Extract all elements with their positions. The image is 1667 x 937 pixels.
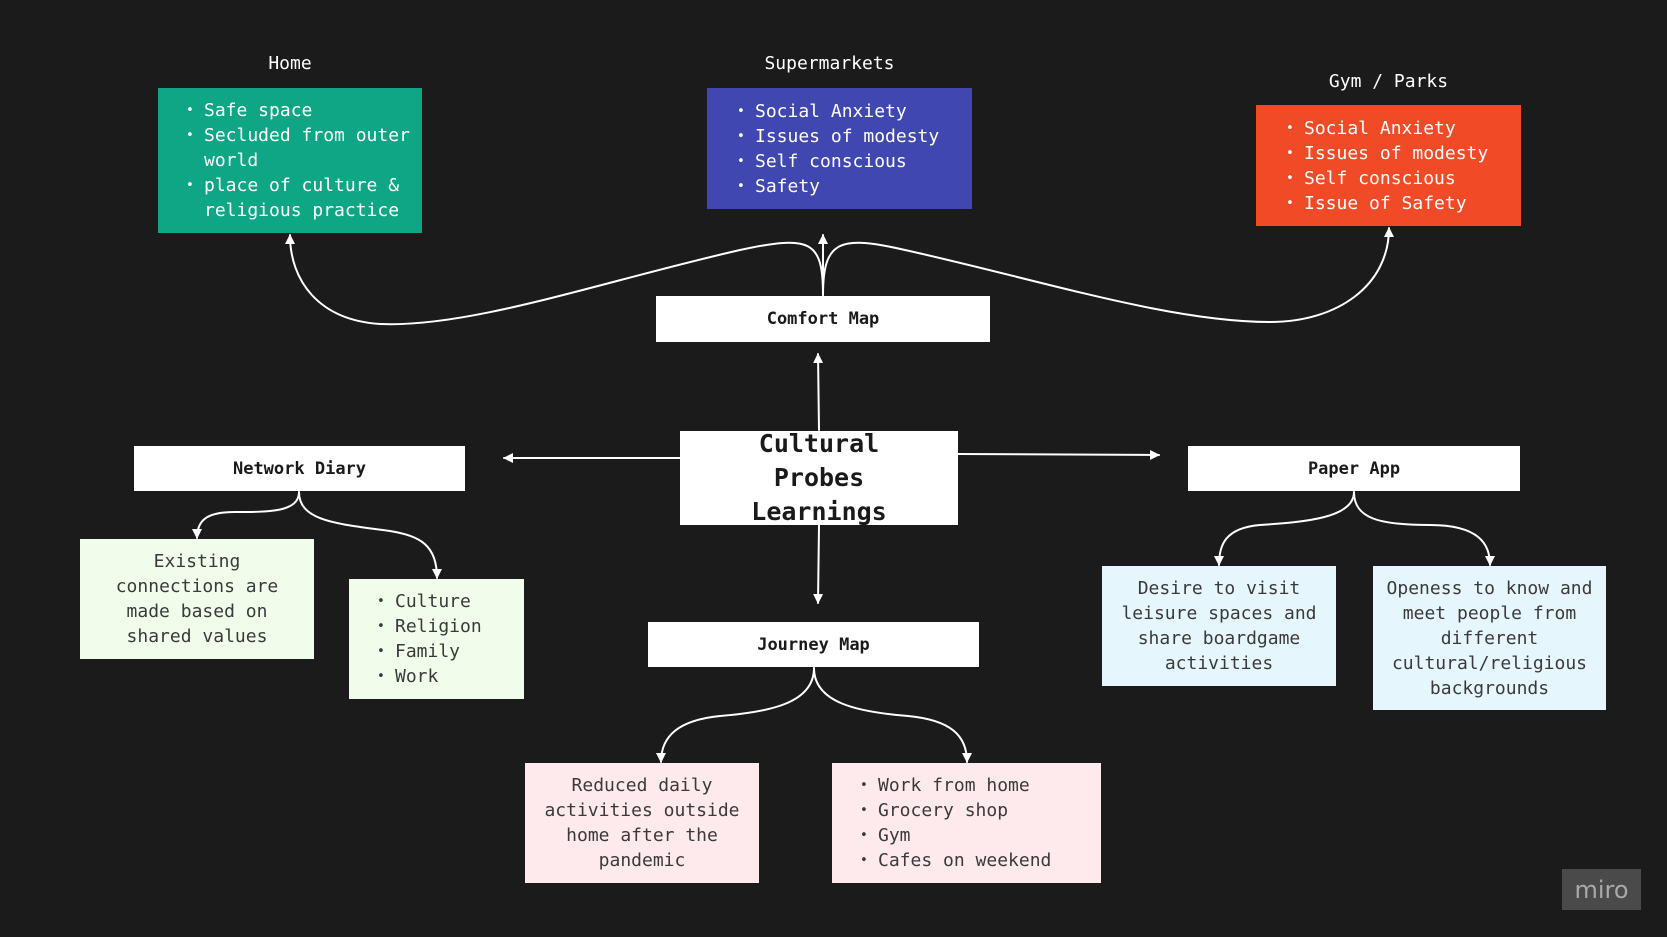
arrow-network-to-existing-note [192, 491, 300, 539]
comfort-map-node[interactable]: Comfort Map [656, 296, 990, 342]
paper-openess-note[interactable]: Openess to know and meet people from dif… [1373, 566, 1606, 710]
gym-parks-title: Gym / Parks [1328, 71, 1449, 92]
list-item: Self conscious [1284, 166, 1488, 191]
paper-desire-note[interactable]: Desire to visit leisure spaces and share… [1102, 566, 1336, 686]
paper-app-node[interactable]: Paper App [1188, 446, 1520, 491]
network-values-list: Culture Religion Family Work [375, 589, 482, 689]
list-item: Social Anxiety [1284, 116, 1488, 141]
list-item: Social Anxiety [735, 99, 939, 124]
central-node[interactable]: Cultural Probes Learnings [680, 429, 958, 526]
journey-activities-list: Work from home Grocery shop Gym Cafes on… [858, 773, 1051, 873]
list-item: Family [375, 639, 482, 664]
list-item: Safe space [184, 98, 412, 123]
list-item: Issues of modesty [735, 124, 939, 149]
arrow-comfort-to-home [285, 234, 824, 326]
journey-reduced-note[interactable]: Reduced daily activities outside home af… [525, 763, 759, 883]
list-item: Issue of Safety [1284, 191, 1488, 216]
list-item: Safety [735, 174, 939, 199]
list-item: Self conscious [735, 149, 939, 174]
list-item: Gym [858, 823, 1051, 848]
arrow-network-to-list-note [298, 491, 442, 579]
list-item: Culture [375, 589, 482, 614]
network-values-note[interactable]: Culture Religion Family Work [349, 579, 524, 699]
supermarkets-note[interactable]: Social Anxiety Issues of modesty Self co… [707, 88, 972, 209]
list-item: Secluded from outer world [184, 123, 412, 173]
arrow-paper-to-desire-note [1214, 491, 1355, 566]
miro-logo[interactable]: miro [1562, 869, 1641, 910]
home-note[interactable]: Safe space Secluded from outer world pla… [158, 88, 422, 233]
arrow-central-to-journey-map [813, 524, 824, 604]
arrow-journey-to-list-note [813, 667, 972, 763]
list-item: Cafes on weekend [858, 848, 1051, 873]
arrow-paper-to-openess-note [1353, 491, 1495, 566]
gym-parks-list: Social Anxiety Issues of modesty Self co… [1284, 116, 1488, 216]
list-item: Work from home [858, 773, 1051, 798]
journey-activities-note[interactable]: Work from home Grocery shop Gym Cafes on… [832, 763, 1101, 883]
gym-parks-note[interactable]: Social Anxiety Issues of modesty Self co… [1256, 105, 1521, 226]
list-item: Religion [375, 614, 482, 639]
supermarkets-title: Supermarkets [764, 53, 895, 74]
arrow-central-to-paper-app [957, 449, 1160, 460]
network-existing-note[interactable]: Existing connections are made based on s… [80, 539, 314, 659]
journey-map-node[interactable]: Journey Map [648, 622, 979, 667]
arrow-central-to-comfort-map [813, 353, 824, 431]
supermarkets-list: Social Anxiety Issues of modesty Self co… [735, 99, 939, 199]
arrow-comfort-to-gym-parks [822, 227, 1394, 324]
home-list: Safe space Secluded from outer world pla… [184, 98, 412, 223]
list-item: place of culture & religious practice [184, 173, 412, 223]
network-diary-node[interactable]: Network Diary [134, 446, 465, 491]
list-item: Issues of modesty [1284, 141, 1488, 166]
arrow-journey-to-reduced-note [656, 667, 815, 763]
list-item: Grocery shop [858, 798, 1051, 823]
home-title: Home [268, 53, 312, 74]
list-item: Work [375, 664, 482, 689]
